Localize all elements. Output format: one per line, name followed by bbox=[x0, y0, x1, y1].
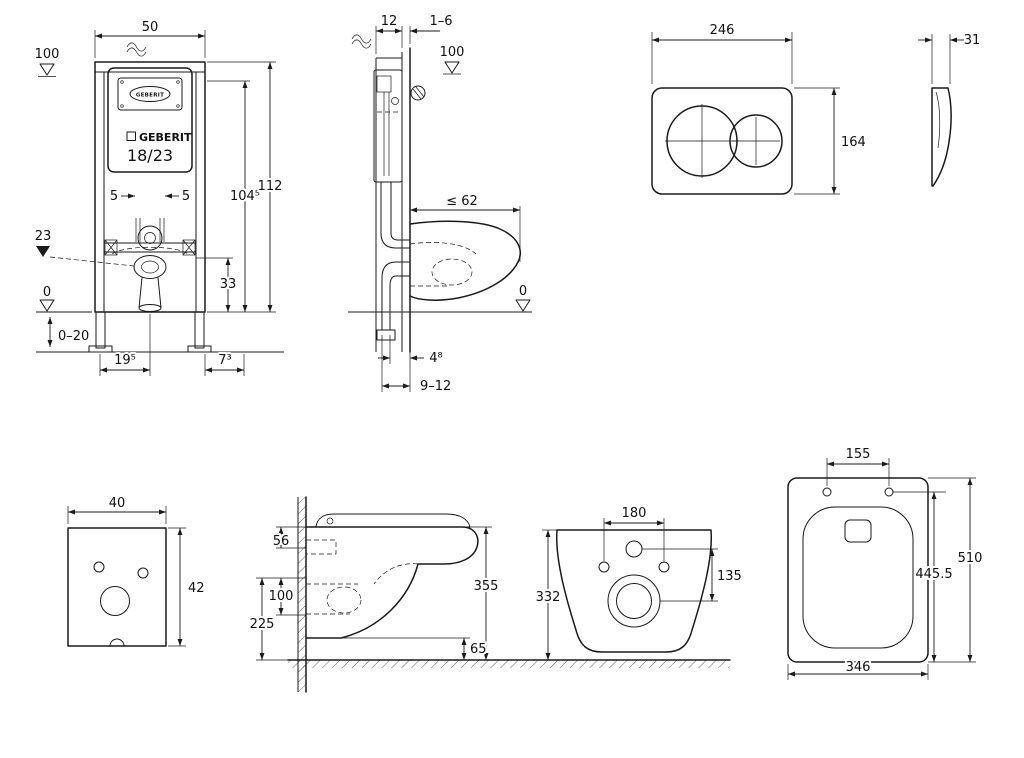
dim-100-wc: 100 bbox=[269, 589, 294, 604]
level-100-side: 100 bbox=[440, 45, 465, 60]
frame-side-view: 12 1–6 100 ≤ 62 0 4⁸ 9–12 bbox=[348, 12, 532, 396]
dim-65: 65 bbox=[470, 642, 487, 657]
flush-plate-side-view: 31 bbox=[918, 31, 982, 187]
dim-164: 164 bbox=[841, 135, 866, 150]
dim-346: 346 bbox=[846, 660, 871, 675]
wc-top-outline bbox=[787, 477, 929, 663]
dim-4-8: 4⁸ bbox=[429, 351, 442, 366]
dim-frame-width: 50 bbox=[142, 20, 159, 35]
flush-plate-side-linework bbox=[918, 34, 964, 187]
frame-side-linework bbox=[348, 26, 532, 392]
geberit-logo-text: GEBERIT bbox=[136, 93, 164, 99]
wc-front-linework bbox=[542, 518, 718, 660]
wc-top-view: 155 445.5 510 346 bbox=[787, 445, 984, 680]
dim-1-6: 1–6 bbox=[429, 14, 452, 29]
level-0-label-front: 0 bbox=[43, 285, 51, 300]
dim-7-3: 7³ bbox=[218, 353, 231, 368]
dim-9-12: 9–12 bbox=[420, 379, 451, 394]
mat-outline bbox=[67, 527, 167, 647]
geberit-square-glyph bbox=[126, 131, 136, 141]
dim-40: 40 bbox=[109, 496, 126, 511]
dim-31: 31 bbox=[964, 33, 981, 48]
level-100-label: 100 bbox=[35, 47, 60, 62]
sound-mat-linework bbox=[67, 506, 186, 647]
dim-155: 155 bbox=[846, 447, 871, 462]
dim-12: 12 bbox=[381, 14, 398, 29]
wc-side-linework bbox=[256, 496, 731, 693]
wc-front-outline bbox=[555, 529, 713, 653]
dim-135: 135 bbox=[717, 569, 742, 584]
wc-front-view: 180 135 332 bbox=[534, 504, 744, 660]
flush-plate-linework bbox=[651, 32, 840, 195]
flush-plate-outline bbox=[651, 87, 793, 195]
frame-front-linework bbox=[36, 30, 284, 376]
dim-5-right: 5 bbox=[182, 189, 190, 204]
dim-19-5: 19⁵ bbox=[114, 353, 136, 368]
level-23-label: 23 bbox=[35, 229, 52, 244]
flush-plate-front-view: 246 164 bbox=[651, 21, 868, 195]
geberit-brand-text: GEBERIT bbox=[139, 131, 192, 144]
dim-33: 33 bbox=[220, 277, 237, 292]
flush-button-small bbox=[729, 114, 783, 168]
dim-62: ≤ 62 bbox=[446, 194, 478, 209]
dim-104-5: 104⁵ bbox=[230, 189, 260, 204]
model-text: 18/23 bbox=[127, 146, 173, 165]
dim-225: 225 bbox=[250, 617, 275, 632]
dim-42: 42 bbox=[188, 581, 205, 596]
wc-side-view: 56 100 225 355 65 bbox=[248, 496, 731, 693]
dim-5-left: 5 bbox=[110, 189, 118, 204]
dim-510: 510 bbox=[958, 551, 983, 566]
geberit-logo-oval bbox=[129, 86, 171, 102]
dim-332: 332 bbox=[536, 590, 561, 605]
dim-112: 112 bbox=[258, 179, 283, 194]
dim-355: 355 bbox=[474, 579, 499, 594]
plate-profile bbox=[931, 87, 952, 187]
service-panel bbox=[117, 77, 183, 111]
dim-445-5: 445.5 bbox=[915, 567, 952, 582]
cistern-outline bbox=[107, 67, 193, 173]
dim-0-20: 0–20 bbox=[58, 329, 89, 344]
dim-56: 56 bbox=[273, 534, 290, 549]
frame-front-view: 50 100 GEBERIT GEBERIT 18/23 5 5 23 33 1… bbox=[33, 18, 284, 376]
sound-mat-view: 40 42 bbox=[67, 494, 207, 647]
wc-top-linework bbox=[787, 458, 976, 680]
level-0-side: 0 bbox=[519, 284, 527, 299]
dim-246: 246 bbox=[710, 23, 735, 38]
dim-180: 180 bbox=[622, 506, 647, 521]
